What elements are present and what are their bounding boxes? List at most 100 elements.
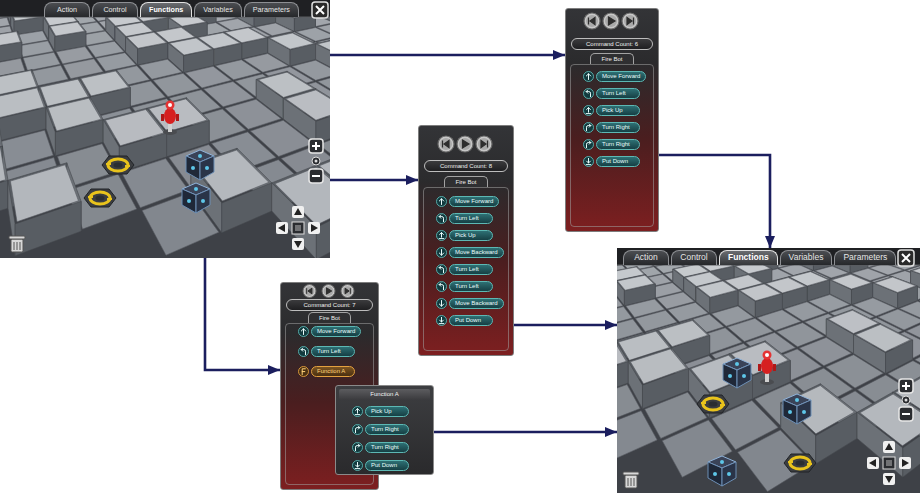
block-top (630, 349, 686, 384)
tab-label: Parameters (834, 250, 896, 265)
command-block: Put Down (583, 155, 640, 167)
tab-label: Action (623, 250, 669, 265)
command-block: Move Forward (436, 195, 499, 207)
zoom-indicator (312, 157, 320, 165)
crate (783, 394, 811, 424)
command-block: Turn Right (583, 138, 640, 150)
block-top (697, 281, 736, 297)
command-label: Put Down (449, 315, 493, 326)
command-label: Turn Right (596, 139, 640, 150)
playback-button (457, 136, 473, 152)
block-top (617, 343, 626, 376)
command-icon (436, 230, 447, 241)
block-top (617, 275, 653, 290)
flow-arrow (514, 324, 617, 327)
block-top (127, 32, 166, 48)
block-top (783, 386, 854, 434)
command-block: Pick Up (352, 405, 409, 417)
playback-buttons (419, 134, 511, 154)
zoom-out-button (899, 407, 913, 421)
command-icon (583, 88, 594, 99)
command-block: Function A (298, 365, 355, 377)
command-block: Turn Left (436, 263, 493, 275)
goal-pad (102, 156, 134, 174)
playback-button (622, 13, 638, 29)
playback-button (438, 136, 454, 152)
game-screen: ActionControlFunctionsVariablesParameter… (0, 0, 330, 258)
command-block: Turn Left (583, 87, 640, 99)
zoom-in-button (309, 139, 323, 153)
command-block: Put Down (436, 314, 493, 326)
game-screen: ActionControlFunctionsVariablesParameter… (617, 248, 920, 493)
fire-bot (758, 351, 776, 386)
tab-label: Parameters (244, 2, 299, 17)
tab-bar: ActionControlFunctionsVariablesParameter… (44, 2, 299, 17)
command-label: Put Down (365, 460, 409, 471)
playback-button (603, 13, 619, 29)
command-label: Turn Left (449, 264, 493, 275)
command-label: Turn Left (449, 213, 493, 224)
block-top (170, 38, 212, 55)
command-count: Command Count: 8 (424, 160, 508, 172)
tab-strip (617, 248, 920, 265)
block-top (10, 165, 78, 222)
command-block: Move Forward (583, 70, 646, 82)
command-label: Turn Left (449, 281, 493, 292)
command-icon (298, 346, 309, 357)
command-icon (583, 105, 594, 116)
command-block: Turn Left (298, 345, 355, 357)
program-panel: Command Count: 8Fire BotMove ForwardTurn… (418, 125, 514, 356)
camera-pad (276, 206, 320, 250)
command-label: Function A (311, 366, 355, 377)
command-label: Turn Right (365, 442, 409, 453)
command-label: Turn Right (365, 424, 409, 435)
flow-arrow (205, 258, 280, 370)
command-icon (583, 122, 594, 133)
flow-arrow (330, 54, 565, 57)
flow-arrow (330, 179, 418, 182)
block-top (860, 394, 920, 446)
block-top (912, 266, 920, 279)
command-icon (352, 406, 363, 417)
command-label: Move Backward (449, 298, 504, 309)
block-top (48, 98, 101, 131)
command-icon (436, 196, 447, 207)
command-block: Turn Left (436, 212, 493, 224)
command-icon (298, 326, 309, 337)
command-label: Move Forward (449, 196, 499, 207)
command-label: Move Backward (449, 247, 504, 258)
function-panel: Function APick UpTurn RightTurn RightPut… (335, 385, 434, 475)
block-top (81, 71, 129, 96)
command-count: Command Count: 7 (286, 299, 373, 311)
block-top (740, 284, 781, 301)
flow-arrow (659, 155, 770, 248)
block-top (0, 148, 6, 198)
block-top (856, 324, 911, 351)
command-icon (436, 281, 447, 292)
tile-grid (617, 248, 920, 493)
tab-label: Variables (194, 2, 241, 17)
command-block: Pick Up (583, 104, 640, 116)
tab-label: Action (44, 2, 90, 17)
block-side (0, 180, 8, 229)
command-icon (436, 247, 447, 258)
command-label: Move Forward (311, 326, 361, 337)
command-block: Move Backward (436, 297, 504, 309)
command-icon (583, 71, 594, 82)
tab-label: Variables (780, 250, 833, 265)
goal-pad (84, 189, 116, 207)
command-icon (436, 298, 447, 309)
command-block: Turn Right (352, 423, 409, 435)
goal-pad (784, 454, 816, 472)
crate (182, 183, 210, 213)
level-ground (617, 248, 920, 493)
command-block: Put Down (352, 459, 409, 471)
bot-tab: Fire Bot (590, 53, 633, 64)
command-block: Turn Left (436, 280, 493, 292)
fire-bot (161, 101, 179, 136)
trash-icon (623, 472, 639, 488)
tab-strip (0, 0, 330, 17)
block-top (50, 22, 84, 36)
command-icon (352, 460, 363, 471)
block-top (105, 109, 164, 145)
